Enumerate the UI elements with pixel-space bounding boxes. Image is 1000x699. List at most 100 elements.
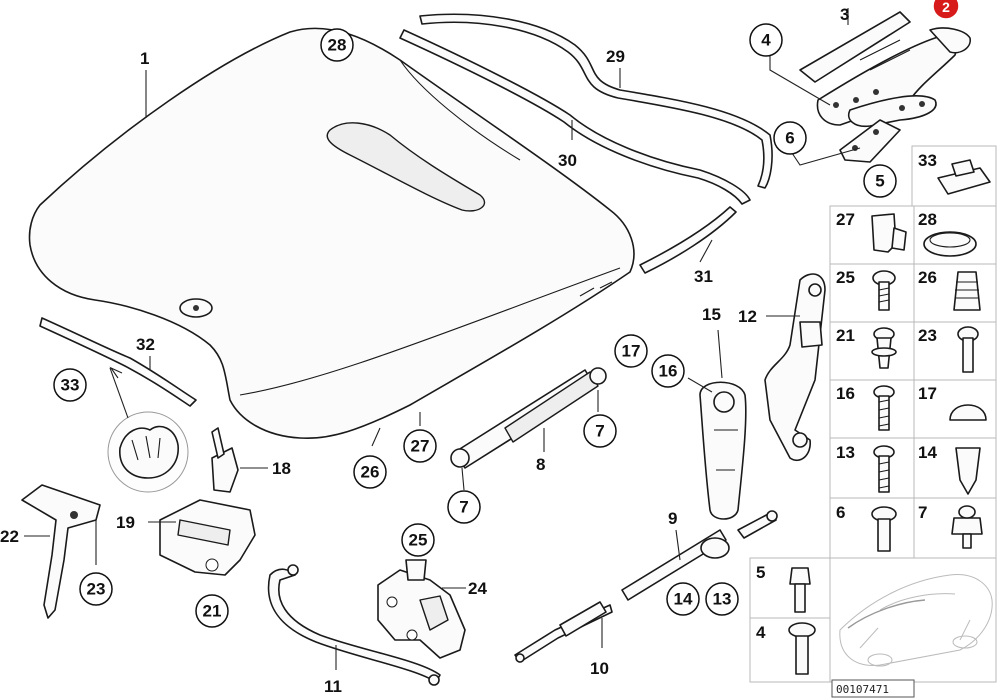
- callout-11: 11: [324, 677, 342, 696]
- table-id-17: 17: [918, 384, 937, 403]
- callout-18: 18: [272, 459, 291, 478]
- table-id-5: 5: [756, 563, 765, 582]
- svg-text:16: 16: [659, 362, 678, 381]
- table-id-25: 25: [836, 268, 855, 287]
- rivet-21-part: [871, 327, 897, 369]
- svg-text:4: 4: [761, 31, 771, 50]
- table-id-6: 6: [836, 503, 845, 522]
- callout-19: 19: [116, 513, 135, 532]
- bowden-cable-front: [267, 564, 441, 686]
- callout-1: 1: [140, 49, 149, 68]
- svg-text:2: 2: [942, 0, 950, 15]
- table-id-4: 4: [756, 623, 766, 642]
- table-id-13: 13: [836, 443, 855, 462]
- screw-23-part: [957, 326, 979, 373]
- bowden-guide: [211, 427, 239, 493]
- callout-31: 31: [694, 267, 713, 286]
- bolt-4-part: [788, 622, 816, 675]
- svg-text:7: 7: [459, 498, 468, 517]
- seal-strip-29: [419, 13, 773, 189]
- svg-text:23: 23: [87, 580, 106, 599]
- nut-7-part: [951, 505, 983, 549]
- bowden-cable-rear: [514, 601, 613, 663]
- vehicle-location-thumbnail: [839, 574, 993, 667]
- hood-lock-handle: [699, 381, 747, 520]
- svg-text:13: 13: [713, 590, 732, 609]
- callout-circled-16: 16: [651, 354, 685, 388]
- callout-circled-25: 25: [401, 523, 435, 557]
- callout-circled-14: 14: [666, 582, 700, 616]
- bolt-5-part: [789, 567, 811, 613]
- callout-circled-33: 33: [53, 368, 87, 402]
- buffer-26-part: [953, 271, 981, 311]
- cap-17-part: [949, 404, 987, 421]
- screw-16-part: [873, 385, 895, 431]
- callout-29: 29: [606, 47, 625, 66]
- callout-circled-26: 26: [353, 455, 387, 489]
- highlight-badge: 2: [932, 0, 960, 20]
- gas-strut: [450, 367, 607, 469]
- table-id-28: 28: [918, 210, 937, 229]
- callout-circled-7-strut-bottom: 7: [447, 490, 481, 524]
- callout-10: 10: [590, 659, 609, 678]
- table-id-21: 21: [836, 326, 855, 345]
- hood-lock-bracket: [764, 273, 826, 462]
- svg-text:26: 26: [361, 463, 380, 482]
- hood-panel: [28, 27, 635, 440]
- callout-8: 8: [536, 455, 545, 474]
- callout-circled-28: 28: [320, 28, 354, 62]
- callout-circled-7-strut-top: 7: [583, 414, 617, 448]
- callout-circled-6: 6: [773, 121, 807, 155]
- bolt-6-part: [871, 506, 897, 552]
- table-id-7: 7: [918, 503, 927, 522]
- callout-32: 32: [136, 335, 155, 354]
- clip-nut-14-part: [955, 447, 981, 495]
- callout-15: 15: [702, 305, 721, 324]
- svg-text:27: 27: [411, 437, 430, 456]
- table-id-14: 14: [918, 443, 937, 462]
- callout-24: 24: [468, 579, 487, 598]
- hood-hinge: [799, 11, 971, 163]
- clip-27-part: [871, 213, 907, 253]
- svg-text:25: 25: [409, 531, 428, 550]
- clip-33-part: [937, 159, 991, 195]
- callout-circled-21: 21: [195, 594, 229, 628]
- table-id-16: 16: [836, 384, 855, 403]
- seal-profile-detail: [107, 411, 189, 493]
- callout-circled-27: 27: [403, 429, 437, 463]
- callout-circled-23: 23: [79, 572, 113, 606]
- table-id-27: 27: [836, 210, 855, 229]
- callout-22: 22: [0, 527, 19, 546]
- callout-circled-13: 13: [705, 582, 739, 616]
- callout-circled-5: 5: [863, 164, 897, 198]
- safety-catch: [21, 484, 101, 619]
- svg-text:33: 33: [61, 376, 80, 395]
- seal-strip-30: [399, 29, 751, 205]
- seal-strip-32: [39, 317, 197, 407]
- svg-text:28: 28: [328, 36, 347, 55]
- plug-28-part: [923, 231, 977, 257]
- callout-30: 30: [558, 151, 577, 170]
- callout-9: 9: [668, 509, 677, 528]
- svg-text:14: 14: [674, 590, 693, 609]
- table-id-23: 23: [918, 326, 937, 345]
- svg-text:5: 5: [875, 172, 884, 191]
- svg-text:21: 21: [203, 602, 222, 621]
- callout-circled-4: 4: [749, 23, 783, 57]
- lock-bracket-19: [159, 499, 256, 576]
- callout-12: 12: [738, 307, 757, 326]
- table-id-26: 26: [918, 268, 937, 287]
- seal-strip-31: [639, 206, 737, 274]
- table-id-33: 33: [918, 151, 937, 170]
- screw-25-part: [872, 270, 896, 311]
- callout-circled-17: 17: [614, 334, 648, 368]
- release-cable-9: [621, 510, 778, 601]
- svg-text:6: 6: [785, 129, 794, 148]
- diagram-code: 00107471: [836, 683, 889, 696]
- callout-3: 3: [840, 5, 849, 24]
- svg-text:7: 7: [595, 422, 604, 441]
- svg-text:17: 17: [622, 342, 641, 361]
- hood-lock: [377, 559, 466, 659]
- screw-13-part: [873, 445, 895, 493]
